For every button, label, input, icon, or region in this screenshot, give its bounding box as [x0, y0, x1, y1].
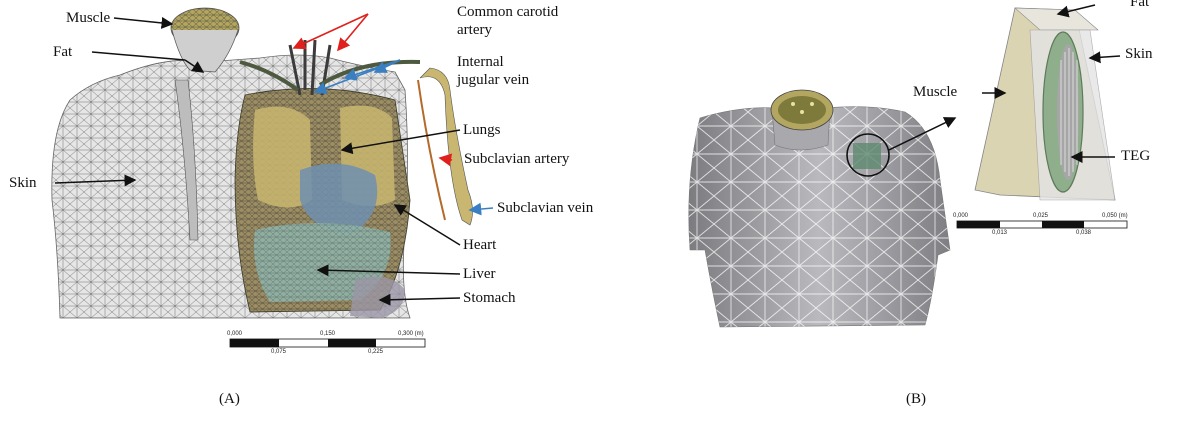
scale-b-tick-1: 0,025 — [1033, 213, 1048, 219]
scale-a-tick-4: 0,225 — [368, 349, 383, 355]
label-fat: Fat — [53, 44, 72, 61]
teg-patch — [853, 143, 881, 169]
scale-b-tick-3: 0,013 — [992, 230, 1007, 236]
scale-a-tick-2: 0,300 (m) — [398, 331, 424, 337]
scale-a-tick-1: 0,150 — [320, 331, 335, 337]
panel-b-scale-bar — [957, 221, 1127, 228]
label-b-fat: Fat — [1130, 0, 1149, 11]
label-common-carotid-1: Common carotid — [457, 4, 558, 21]
label-subclavian-artery: Subclavian artery — [464, 151, 569, 168]
caption-b: (B) — [906, 391, 926, 408]
label-heart: Heart — [463, 237, 496, 254]
panel-a-scale-bar — [230, 339, 425, 347]
panel-b-inset — [975, 8, 1115, 200]
arm-bone — [420, 68, 473, 225]
label-muscle: Muscle — [66, 10, 110, 27]
label-internal-jugular-2: jugular vein — [457, 72, 529, 89]
label-skin: Skin — [9, 175, 37, 192]
label-stomach: Stomach — [463, 290, 516, 307]
scale-b-tick-0: 0,000 — [953, 213, 968, 219]
label-b-teg: TEG — [1121, 148, 1150, 165]
scale-b-tick-2: 0,050 (m) — [1102, 213, 1128, 219]
scale-a-tick-3: 0,075 — [271, 349, 286, 355]
scale-b-tick-4: 0,038 — [1076, 230, 1091, 236]
caption-a: (A) — [219, 391, 240, 408]
label-subclavian-vein: Subclavian vein — [497, 200, 593, 217]
panel-b-model — [689, 90, 955, 327]
label-lungs: Lungs — [463, 122, 501, 139]
label-b-muscle: Muscle — [913, 84, 957, 101]
scale-a-tick-0: 0,000 — [227, 331, 242, 337]
label-common-carotid-2: artery — [457, 22, 492, 39]
label-internal-jugular-1: Internal — [457, 54, 504, 71]
label-liver: Liver — [463, 266, 495, 283]
label-b-skin: Skin — [1125, 46, 1153, 63]
